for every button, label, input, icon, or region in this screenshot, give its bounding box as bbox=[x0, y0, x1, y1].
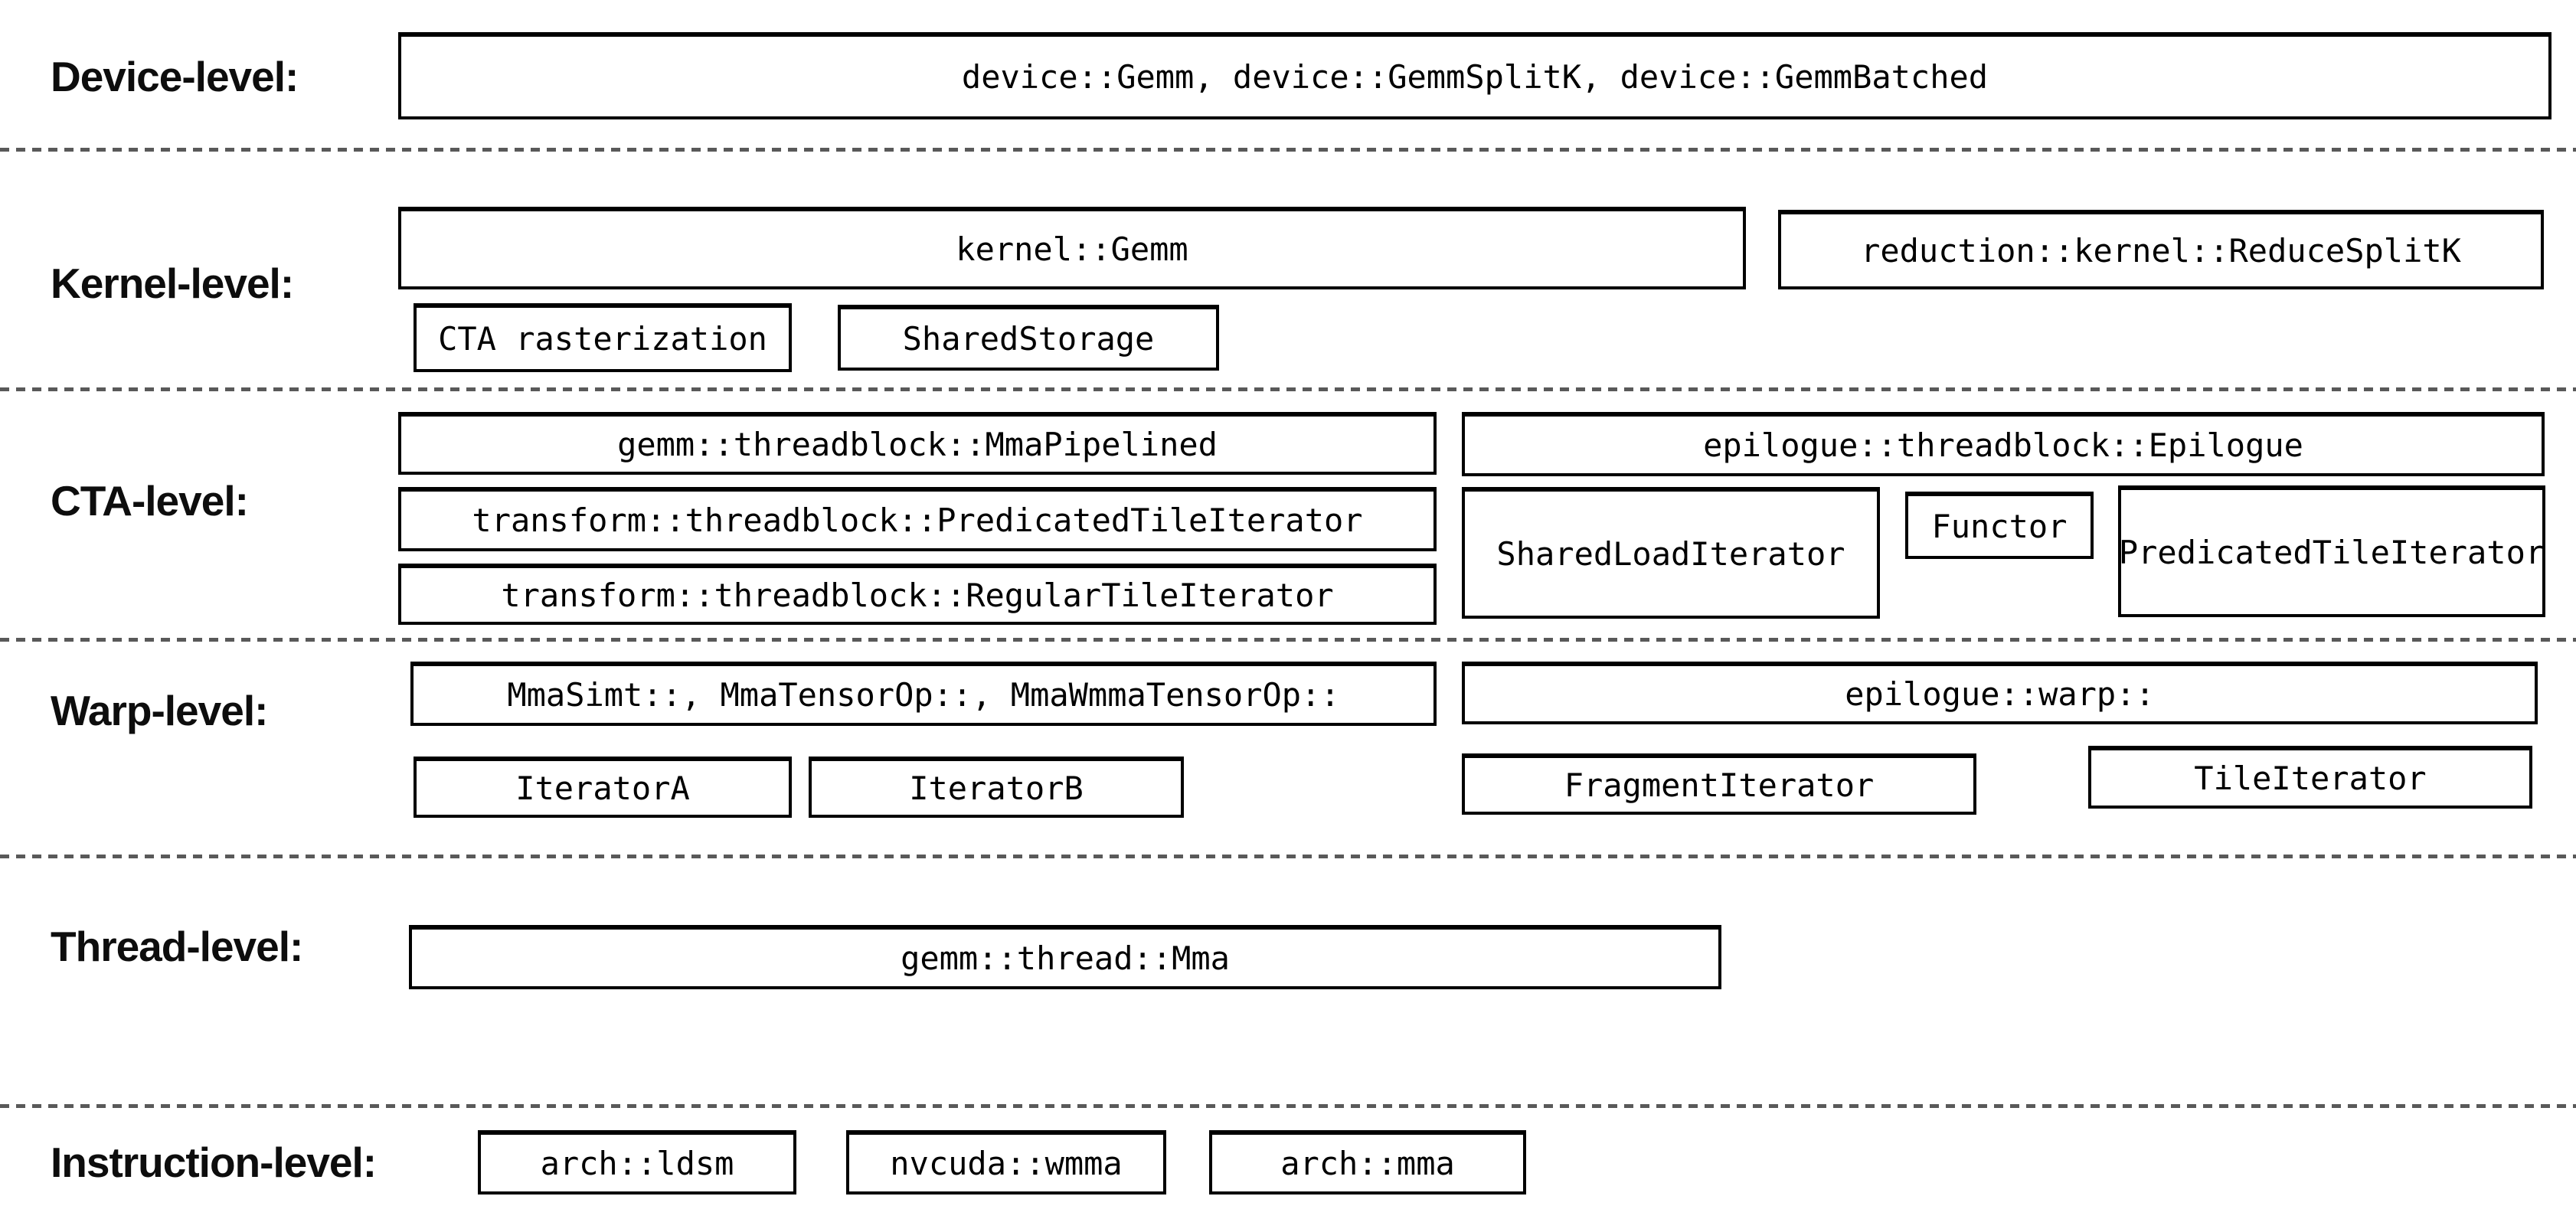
box-epilogue-threadblock: epilogue::threadblock::Epilogue bbox=[1462, 412, 2545, 476]
separator-device-kernel bbox=[0, 148, 2576, 152]
box-warp-mma-policies: MmaSimt::, MmaTensorOp::, MmaWmmaTensorO… bbox=[410, 662, 1437, 726]
level-label-cta: CTA-level: bbox=[51, 477, 249, 525]
box-tile-iterator: TileIterator bbox=[2088, 746, 2532, 809]
separator-kernel-cta bbox=[0, 387, 2576, 391]
box-fragment-iterator: FragmentIterator bbox=[1462, 753, 1976, 815]
box-device-gemm: device::Gemm, device::GemmSplitK, device… bbox=[398, 32, 2551, 119]
box-arch-mma: arch::mma bbox=[1209, 1130, 1526, 1194]
box-epilogue-warp: epilogue::warp:: bbox=[1462, 662, 2538, 724]
separator-thread-instruction bbox=[0, 1104, 2576, 1108]
separator-warp-thread bbox=[0, 855, 2576, 858]
box-reduce-splitk: reduction::kernel::ReduceSplitK bbox=[1778, 210, 2544, 289]
box-shared-load-iterator: SharedLoadIterator bbox=[1462, 487, 1880, 619]
separator-cta-warp bbox=[0, 638, 2576, 642]
box-cta-rasterization: CTA rasterization bbox=[414, 303, 792, 372]
box-iterator-b: IteratorB bbox=[809, 757, 1184, 818]
box-kernel-gemm: kernel::Gemm bbox=[398, 207, 1746, 289]
box-transform-regular-tile-iterator: transform::threadblock::RegularTileItera… bbox=[398, 564, 1437, 625]
box-arch-ldsm: arch::ldsm bbox=[478, 1130, 796, 1194]
level-label-device: Device-level: bbox=[51, 53, 299, 100]
box-mma-pipelined: gemm::threadblock::MmaPipelined bbox=[398, 412, 1437, 475]
box-iterator-a: IteratorA bbox=[414, 757, 792, 818]
box-nvcuda-wmma: nvcuda::wmma bbox=[846, 1130, 1166, 1194]
level-label-warp: Warp-level: bbox=[51, 687, 268, 734]
level-label-kernel: Kernel-level: bbox=[51, 260, 294, 307]
level-label-instruction: Instruction-level: bbox=[51, 1139, 377, 1186]
box-functor: Functor bbox=[1905, 492, 2094, 559]
box-transform-predicated-tile-iterator: transform::threadblock::PredicatedTileIt… bbox=[398, 487, 1437, 551]
box-predicated-tile-iterator: PredicatedTileIterator bbox=[2118, 485, 2545, 617]
box-gemm-thread-mma: gemm::thread::Mma bbox=[409, 925, 1721, 989]
level-label-thread: Thread-level: bbox=[51, 923, 303, 970]
box-shared-storage: SharedStorage bbox=[838, 305, 1219, 371]
